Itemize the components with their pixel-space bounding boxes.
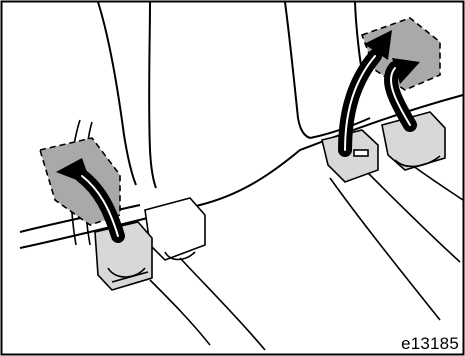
buckle-center: [145, 198, 205, 260]
figure-code: e13185: [401, 334, 459, 354]
floor-lines: [150, 160, 463, 350]
